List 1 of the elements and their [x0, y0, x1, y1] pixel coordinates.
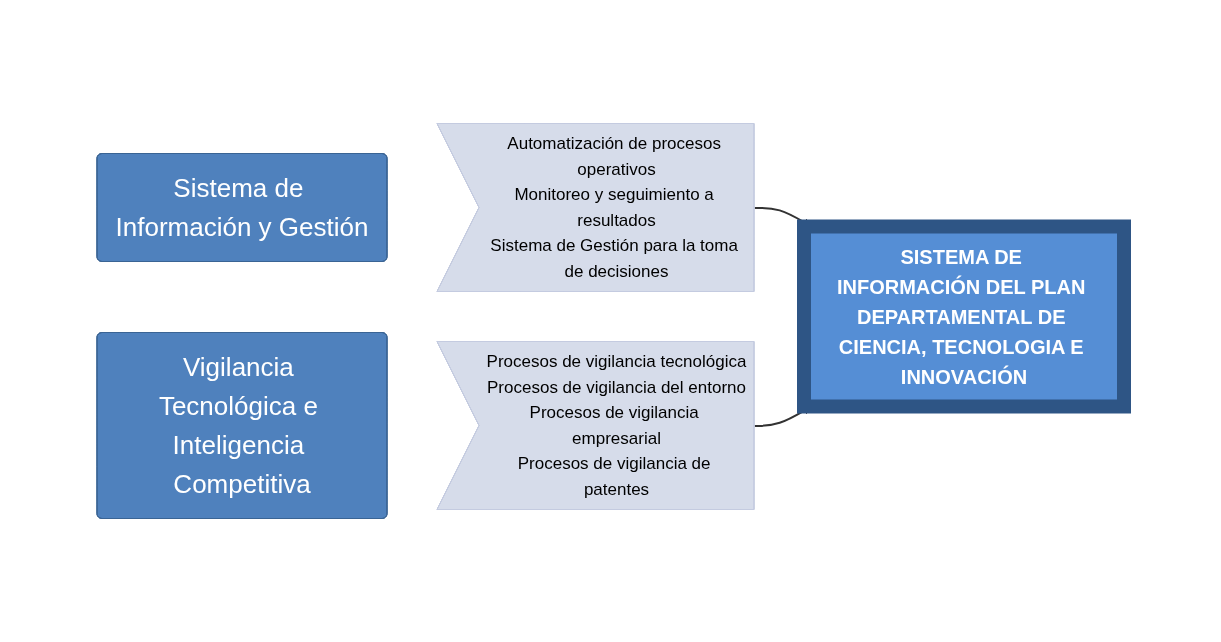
node-box: SISTEMA DE INFORMACIÓN DEL PLAN DEPARTAMENTAL DE CIENCIA, TECNOLOGIA E INNOVACIÓN: [797, 219, 1131, 414]
